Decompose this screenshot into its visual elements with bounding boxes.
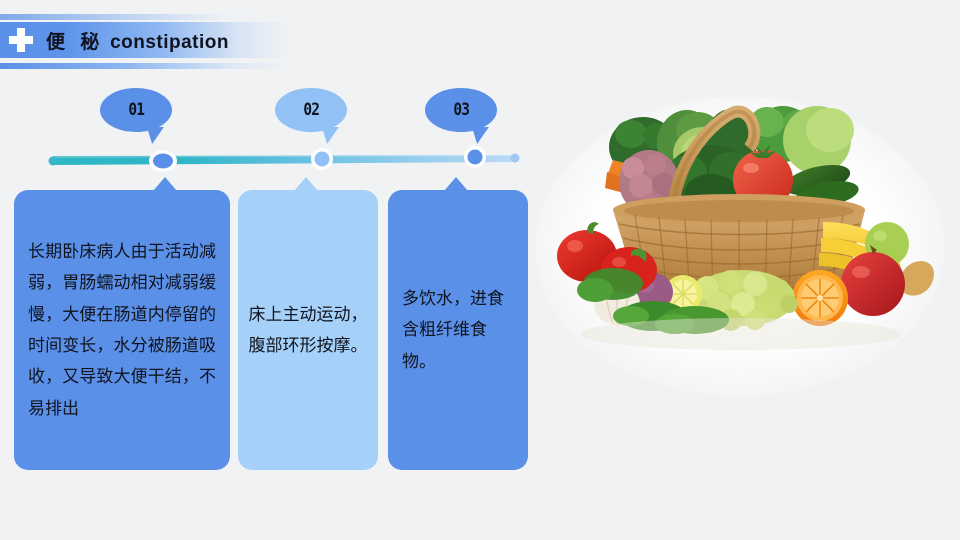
badge-tail [145, 127, 164, 144]
timeline-track [48, 146, 520, 172]
badge-label: 02 [303, 100, 320, 120]
badge-bubble [275, 88, 347, 132]
badge-bubble [425, 88, 497, 132]
card-text: 床上主动运动，腹部环形按摩。 [248, 304, 368, 355]
front-greens [577, 268, 729, 334]
content-card-02[interactable]: 床上主动运动，腹部环形按摩。 [238, 177, 378, 470]
badge-tail [470, 127, 489, 144]
card-text: 长期卧床病人由于活动减弱，胃肠蠕动相对减弱缓慢，大便在肠道内停留的时间变长，水分… [28, 241, 216, 418]
timeline-node-3 [467, 149, 483, 165]
lemon-slice [664, 275, 702, 313]
wicker-basket [613, 194, 865, 307]
timeline-node-1 [153, 153, 173, 169]
timeline-start-dot [48, 156, 58, 166]
produce-basket-image [535, 72, 955, 442]
page-title-en: constipation [110, 31, 230, 53]
page-title: 便 秘 constipation [46, 27, 229, 54]
title-stripe-top [0, 14, 290, 20]
timeline: 01 02 03 [0, 80, 560, 190]
red-apple [841, 245, 905, 316]
badge-bubble [100, 88, 172, 132]
content-card-03[interactable]: 多饮水，进食含粗纤维食物。 [388, 177, 528, 470]
bananas [819, 222, 901, 296]
timeline-badge-01[interactable]: 01 [100, 88, 172, 144]
badge-tail [320, 127, 339, 144]
pear [899, 261, 935, 296]
medical-cross-icon [8, 27, 34, 53]
card-text: 多饮水，进食含粗纤维食物。 [402, 288, 504, 371]
title-stripe-bottom [0, 63, 292, 69]
badge-label: 01 [128, 100, 145, 120]
timeline-end-dot [510, 153, 520, 163]
card-pointer-arrow [294, 177, 318, 191]
timeline-badge-02[interactable]: 02 [275, 88, 347, 144]
card-pointer-arrow [444, 177, 468, 191]
content-card-01[interactable]: 长期卧床病人由于活动减弱，胃肠蠕动相对减弱缓慢，大便在肠道内停留的时间变长，水分… [14, 177, 230, 470]
timeline-node-2 [314, 151, 330, 167]
timeline-badge-03[interactable]: 03 [425, 88, 497, 144]
badge-label: 03 [453, 100, 470, 120]
orange-half [792, 270, 848, 326]
basket-handle [666, 105, 761, 233]
title-bar-main: 便 秘 constipation [0, 22, 292, 58]
slide-title-bar: 便 秘 constipation [0, 0, 300, 80]
page-title-cn: 便 秘 [46, 31, 105, 53]
card-pointer-arrow [153, 177, 177, 191]
